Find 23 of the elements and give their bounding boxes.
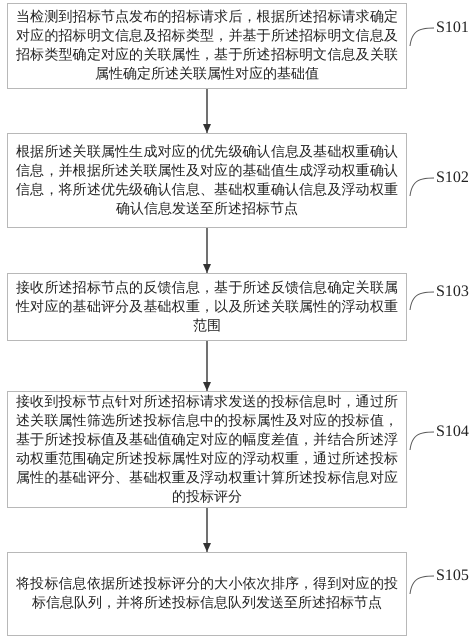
arrow	[203, 89, 211, 133]
step-number: S103	[436, 283, 469, 301]
leader-line	[410, 178, 434, 196]
process-box	[7, 3, 407, 89]
step-text: 根据所述关联属性生成对应的优先级确认信息及基础权重确认信息，并根据所述关联属性及对应的基础值生成浮动权重确认信息，将所述优先级确认信息、基础权重确认信息及浮动权重确认信息发送至所述招标节点	[16, 142, 398, 218]
process-box	[7, 273, 407, 341]
process-box	[7, 133, 407, 228]
step-number: S105	[436, 567, 469, 585]
process-box	[7, 552, 407, 636]
leader-line	[410, 432, 434, 450]
arrow	[203, 341, 211, 391]
step-number: S102	[436, 169, 469, 187]
step-text: 当检测到招标节点发布的招标请求后，根据所述招标请求确定对应的招标明文信息及招标类型，并基于所述招标明文信息及招标类型确定对应的关联属性，基于所述招标明文信息及关联属性确定所述关联属性对应的基础值	[16, 8, 398, 84]
arrow	[203, 508, 211, 552]
step-text: 接收所述招标节点的反馈信息，基于所述反馈信息确定关联属性对应的基础评分及基础权重，以及所述关联属性的浮动权重范围	[16, 278, 398, 336]
leader-line	[410, 576, 434, 594]
leader-line	[410, 292, 434, 310]
step-number: S104	[436, 423, 469, 441]
step-text: 将投标信息依据所述投标评分的大小依次排序，得到对应的投标信息队列，并将所述投标信息队列发送至所述招标节点	[16, 575, 398, 613]
arrow	[203, 228, 211, 273]
leader-line	[410, 28, 434, 46]
step-number: S101	[436, 19, 469, 37]
step-text: 接收到投标节点针对所述招标请求发送的投标信息时，通过所述关联属性筛选所述投标信息中的投标属性及对应的投标值，基于所述投标值及基础值确定对应的幅度差值，并结合所述浮动权重范围确定所述投标属性对应的浮动权重，通过所述投标属性的基础评分、基础权重及浮动权重计算所述投标信息对应的投标评分	[16, 392, 398, 506]
